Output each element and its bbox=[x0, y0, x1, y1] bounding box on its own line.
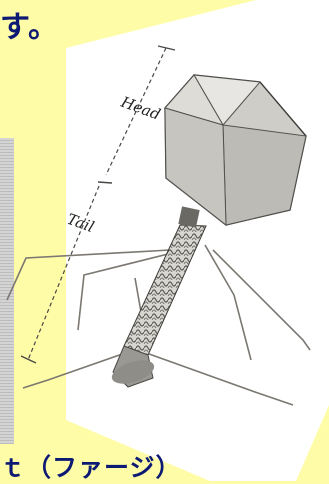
phage-collar bbox=[178, 206, 199, 227]
page-text-bottom: ｔ（ファージ） bbox=[0, 448, 182, 484]
